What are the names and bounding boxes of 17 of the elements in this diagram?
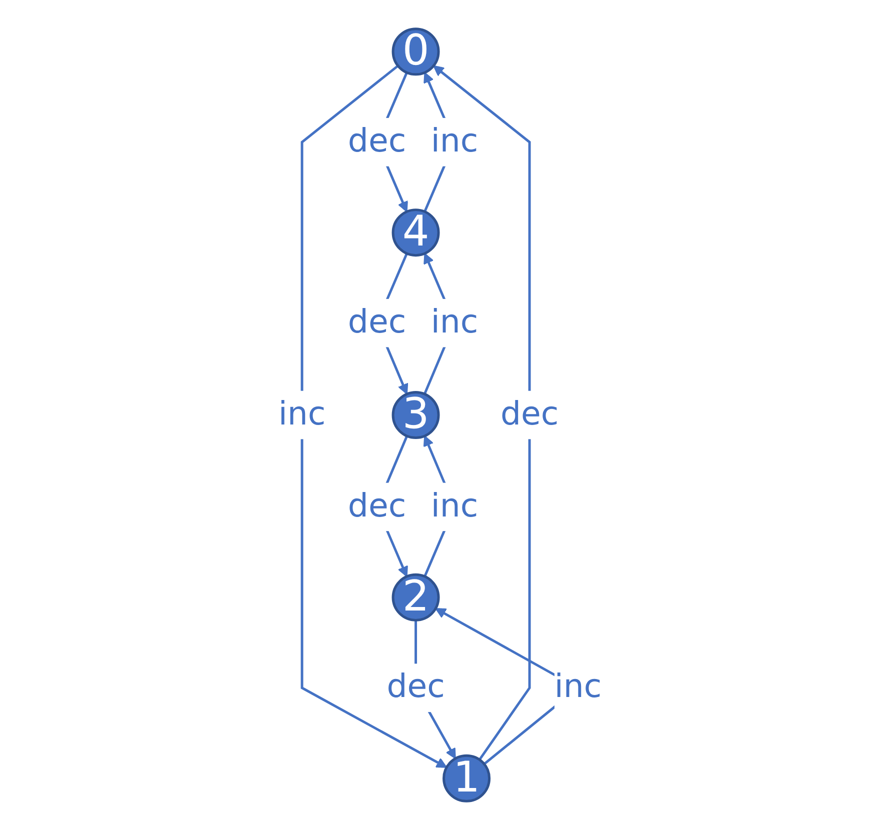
edge-label: inc bbox=[430, 122, 478, 160]
edge-label: dec bbox=[386, 668, 444, 706]
node-circle: 3 bbox=[391, 390, 440, 438]
edge-label: inc bbox=[430, 487, 478, 524]
edge-label: dec bbox=[347, 487, 406, 524]
edge-label: inc bbox=[278, 395, 326, 433]
arrow bbox=[432, 64, 530, 760]
node-circle: 4 bbox=[391, 208, 440, 256]
edge-label: dec bbox=[347, 303, 406, 341]
edge-label: dec bbox=[500, 395, 558, 433]
edge-label: dec bbox=[347, 122, 406, 160]
edge-label: inc bbox=[554, 668, 602, 706]
node-circle: 2 bbox=[391, 572, 440, 621]
node-circle: 0 bbox=[391, 27, 440, 76]
edge-label: inc bbox=[430, 303, 478, 341]
arrow bbox=[300, 64, 447, 768]
node-circle: 1 bbox=[442, 754, 490, 802]
